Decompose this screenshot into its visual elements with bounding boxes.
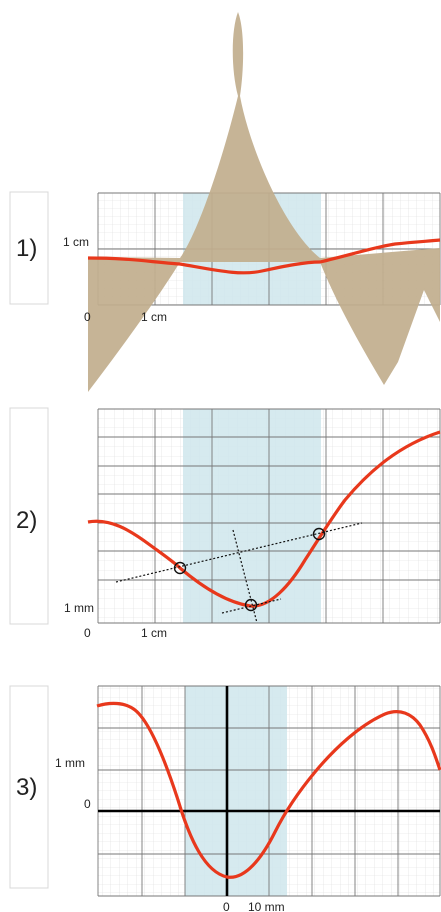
panel-2: 2) [9, 407, 441, 640]
panel-2-point-bottom [244, 598, 258, 612]
panel-3-scale-label: 1 mm [55, 756, 85, 770]
panel-2-origin-label: 0 [84, 626, 91, 640]
panel-3-grid-major [97, 685, 441, 897]
panel-1-number-box [9, 191, 49, 305]
panel-2-x-scale-label: 1 cm [141, 626, 167, 640]
panel-2-point-right [312, 527, 326, 541]
panel-1-origin-label: 0 [84, 310, 91, 324]
panel-3-axes [98, 686, 440, 896]
panel-3-curve [96, 701, 441, 879]
panel-1: 1) 1 cm 0 1 cm [9, 12, 441, 392]
panel-2-number: 2) [16, 507, 37, 534]
panel-2-highlight [183, 409, 321, 623]
panel-1-scale-label: 1 cm [63, 235, 89, 249]
panel-3-number-box [9, 685, 49, 889]
panel-3-highlight [185, 686, 287, 896]
panel-3: 3) 1 mm 0 0 10 mm [9, 685, 441, 912]
panel-3-x-origin-label: 0 [223, 900, 230, 912]
panel-1-curve [87, 238, 441, 275]
panel-2-point-left [173, 561, 187, 575]
panel-3-origin-label: 0 [84, 797, 91, 811]
panel-2-scale-label: 1 mm [64, 601, 94, 615]
panel-1-x-scale-label: 1 cm [141, 310, 167, 324]
panel-2-tangent-points [173, 527, 326, 612]
panel-3-x-scale-label: 10 mm [248, 900, 285, 912]
panel-1-number: 1) [16, 235, 37, 262]
panel-2-construction-lines [115, 522, 363, 624]
panel-1-shadow-shape [88, 12, 440, 392]
panel-2-number-box [9, 407, 49, 625]
panel-2-grid-major [97, 408, 441, 624]
panel-3-number: 3) [16, 774, 37, 801]
